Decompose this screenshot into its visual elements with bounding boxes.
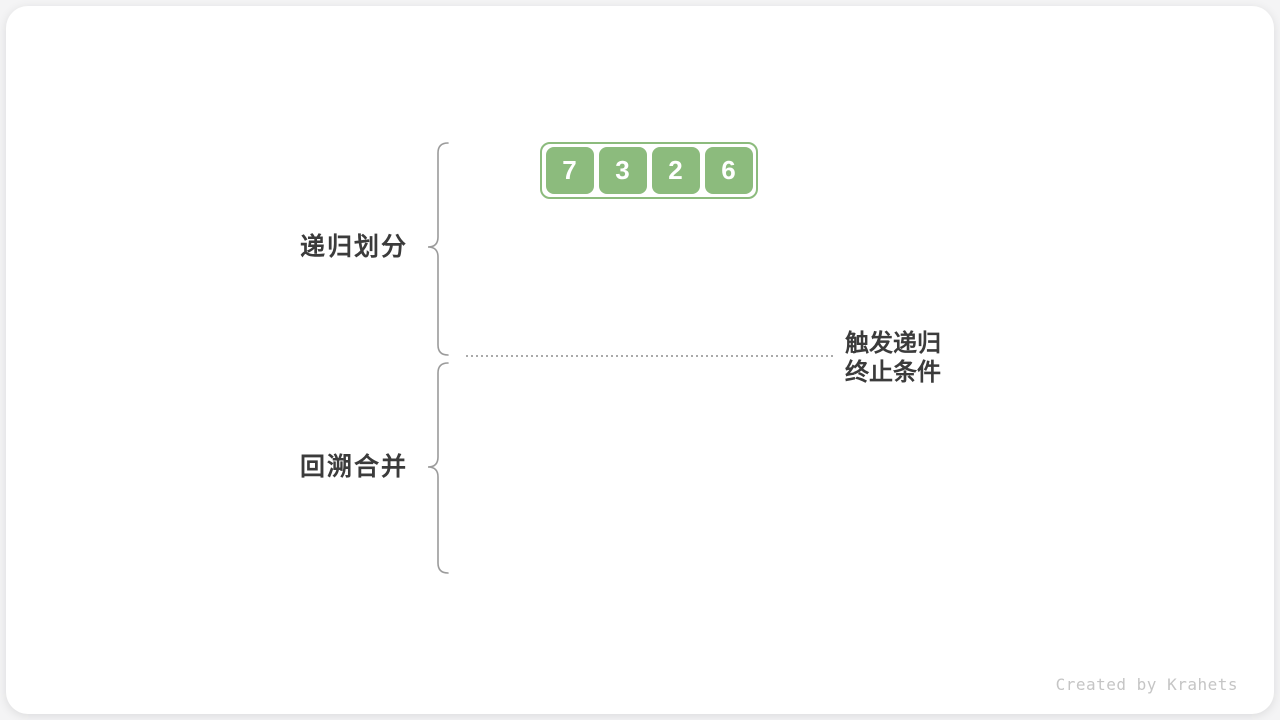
curly-brace-icon [427, 142, 449, 356]
cell-value: 6 [721, 155, 736, 185]
cell-value: 2 [668, 155, 683, 185]
array-container: 7 3 2 6 [540, 142, 758, 199]
array-cell: 7 [545, 147, 594, 194]
dotted-divider [466, 355, 833, 357]
diagram-card [6, 6, 1274, 714]
array-cell: 2 [651, 147, 700, 194]
label-recursive-divide: 递归划分 [300, 233, 409, 261]
cell-value: 3 [615, 155, 630, 185]
label-backtrack-merge: 回溯合并 [300, 453, 409, 481]
array-cell: 3 [598, 147, 647, 194]
credit-text: Created by Krahets [1055, 675, 1238, 694]
cell-value: 7 [562, 155, 577, 185]
curly-brace-icon [427, 362, 449, 574]
termination-line2: 终止条件 [845, 359, 941, 386]
termination-line1: 触发递归 [845, 330, 941, 357]
array-cell: 6 [704, 147, 753, 194]
label-termination-condition: 触发递归 终止条件 [845, 329, 941, 387]
